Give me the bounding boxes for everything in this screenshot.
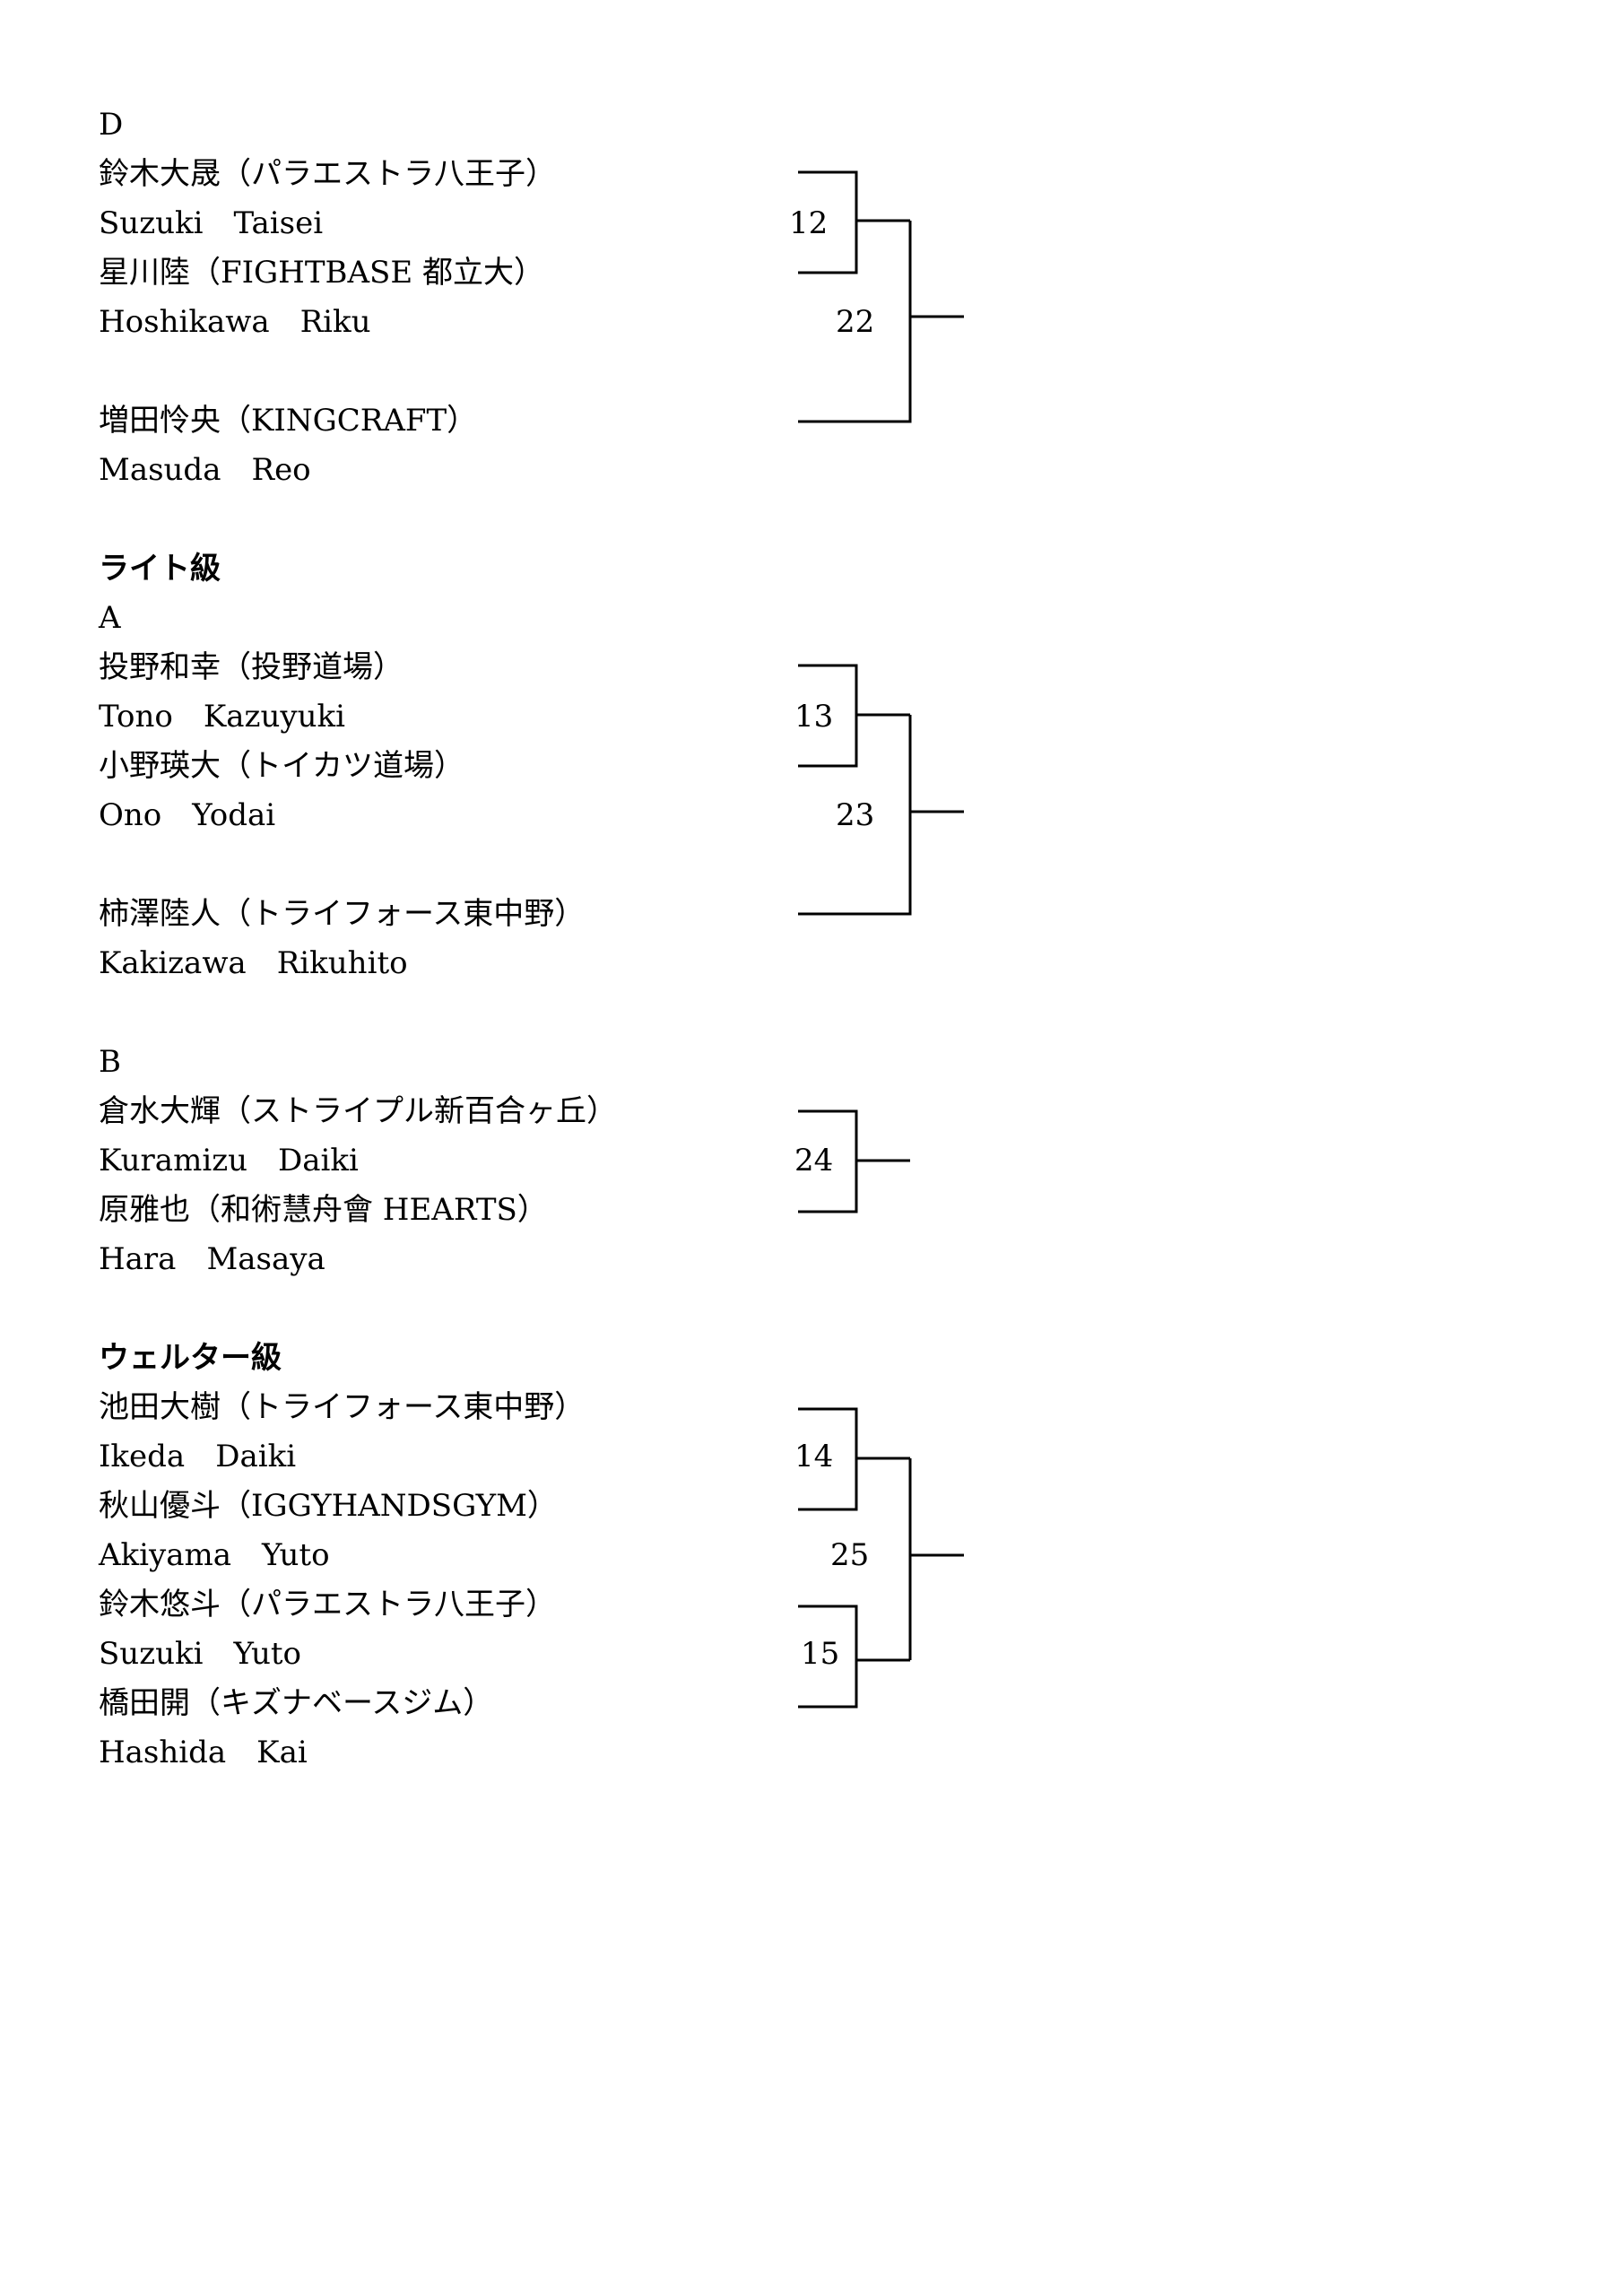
group-label-a: A xyxy=(99,600,121,636)
group-label-d: D xyxy=(99,107,124,143)
match-number: 12 xyxy=(789,205,829,241)
fighter-name-jp: 投野和幸（投野道場） xyxy=(99,649,404,685)
bracket-line-match-22 xyxy=(798,221,912,423)
fighter-name-jp: 原雅也（和術慧舟會 HEARTS） xyxy=(99,1192,548,1228)
bracket-line-match-14 xyxy=(798,1407,858,1511)
fighter-name-en: Ikeda Daiki xyxy=(99,1439,297,1474)
match-number: 24 xyxy=(794,1143,834,1178)
group-label-b: B xyxy=(99,1044,121,1080)
fighter-name-jp: 星川陸（FIGHTBASE 都立大） xyxy=(99,255,544,291)
fighter-name-jp: 橋田開（キズナベースジム） xyxy=(99,1685,494,1721)
fighter-name-jp: 鈴木悠斗（パラエストラ八王子） xyxy=(99,1587,556,1622)
fighter-name-en: Hara Masaya xyxy=(99,1241,325,1277)
fighter-name-jp: 鈴木大晟（パラエストラ八王子） xyxy=(99,156,556,192)
bracket-line-match-15 xyxy=(798,1605,858,1709)
match-number: 23 xyxy=(836,797,875,833)
match-number: 22 xyxy=(836,304,875,340)
weight-class-heading: ウェルター級 xyxy=(99,1340,282,1376)
fighter-name-jp: 小野瑛大（トイカツ道場） xyxy=(99,748,464,784)
fighter-name-jp: 倉水大輝（ストライプル新百合ヶ丘） xyxy=(99,1093,617,1129)
match-number: 25 xyxy=(830,1537,870,1573)
match-number: 14 xyxy=(794,1439,834,1474)
fighter-name-en: Hashida Kai xyxy=(99,1735,308,1770)
match-number: 15 xyxy=(801,1636,840,1672)
fighter-name-jp: 柿澤陸人（トライフォース東中野） xyxy=(99,896,586,932)
fighter-name-en: Masuda Reo xyxy=(99,452,311,488)
fighter-name-jp: 池田大樹（トライフォース東中野） xyxy=(99,1389,586,1425)
fighter-name-jp: 増田怜央（KINGCRAFT） xyxy=(99,403,478,439)
bracket-line-match-12 xyxy=(798,170,858,274)
fighter-name-en: Kakizawa Rikuhito xyxy=(99,945,408,981)
fighter-name-jp: 秋山優斗（IGGYHANDSGYM） xyxy=(99,1488,558,1524)
fighter-name-en: Tono Kazuyuki xyxy=(99,699,345,735)
match-number: 13 xyxy=(794,699,834,735)
fighter-name-en: Kuramizu Daiki xyxy=(99,1143,359,1178)
fighter-name-en: Suzuki Yuto xyxy=(99,1636,301,1672)
fighter-name-en: Akiyama Yuto xyxy=(99,1537,330,1573)
fighter-name-en: Hoshikawa Riku xyxy=(99,304,371,340)
bracket-line-match-13 xyxy=(798,664,858,768)
fighter-name-en: Suzuki Taisei xyxy=(99,205,324,241)
fighter-name-en: Ono Yodai xyxy=(99,797,276,833)
bracket-line-match-24 xyxy=(798,1109,858,1213)
bracket-line-match-23 xyxy=(798,715,912,916)
weight-class-heading: ライト級 xyxy=(99,551,221,587)
